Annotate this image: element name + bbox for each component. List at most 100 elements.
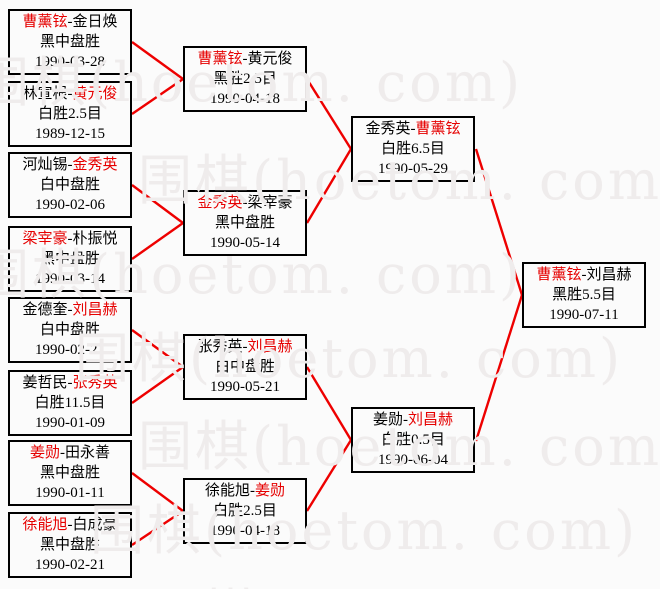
match-result: 黑中盘胜 (39, 34, 100, 50)
player2-name: 金秀英 (72, 157, 118, 173)
player2-name: 刘昌赫 (586, 267, 632, 283)
player1-name: 张秀英 (197, 339, 243, 355)
player2-name: 黄元俊 (72, 86, 118, 102)
match-result: 白中盘胜 (39, 177, 100, 193)
match-players: 曹薰铉-金日焕 (10, 12, 130, 32)
match-box-round1-1: 曹薰铉-金日焕 黑中盘胜 1990-03-28 (8, 9, 132, 75)
match-date: 1990-02-21 (35, 557, 105, 573)
match-result: 黑中盘胜 (39, 537, 100, 553)
connector-line (131, 366, 184, 404)
player1-name: 梁宰豪 (22, 231, 68, 247)
player2-name: 姜勋 (255, 483, 286, 499)
match-date: 1990-07-11 (549, 307, 619, 323)
match-date: 1990-05-29 (378, 161, 448, 177)
match-box-round1-5: 金德奎-刘昌赫 白中盘胜 1990-02-21 (8, 297, 132, 363)
match-result: 黑胜2.5目 (213, 71, 277, 87)
player2-name: 张秀英 (72, 375, 118, 391)
match-players: 徐能旭-姜勋 (185, 481, 305, 501)
match-players: 姜哲民-张秀英 (10, 373, 130, 393)
match-result: 白中盘胜 (214, 359, 275, 375)
player1-name: 曹薰铉 (536, 267, 582, 283)
match-players: 曹薰铉-刘昌赫 (524, 265, 644, 285)
match-players: 金秀英-曹薰铉 (353, 119, 473, 139)
vs-dash: - (403, 412, 408, 428)
connector-line (131, 41, 184, 80)
match-date: 1990-04-18 (210, 91, 280, 107)
player2-name: 朴振悦 (72, 231, 118, 247)
match-box-round1-6: 姜哲民-张秀英 白胜11.5目 1990-01-09 (8, 370, 132, 436)
match-result: 黑中盘胜 (39, 251, 100, 267)
player1-name: 曹薰铉 (197, 51, 243, 67)
match-result: 白胜2.5目 (213, 503, 277, 519)
match-result: 黑中盘胜 (214, 215, 275, 231)
match-players: 张秀英-刘昌赫 (185, 337, 305, 357)
match-date: 1990-05-21 (210, 379, 280, 395)
vs-dash: - (242, 51, 248, 67)
connector-line (474, 294, 524, 442)
connector-line (131, 472, 184, 512)
connector-line (474, 148, 524, 296)
match-date: 1990-03-28 (35, 54, 105, 70)
player1-name: 徐能旭 (22, 517, 68, 533)
player1-name: 河灿锡 (22, 157, 68, 173)
match-date: 1989-12-15 (35, 126, 105, 142)
match-box-round1-3: 河灿锡-金秀英 白中盘胜 1990-02-06 (8, 152, 132, 218)
match-box-final: 曹薰铉-刘昌赫 黑胜5.5目 1990-07-11 (522, 262, 646, 328)
match-date: 1990-01-11 (35, 485, 105, 501)
player1-name: 姜哲民 (22, 375, 68, 391)
match-box-round1-2: 林宣根-黄元俊 白胜2.5目 1989-12-15 (8, 81, 132, 147)
match-box-round1-4: 梁宰豪-朴振悦 黑中盘胜 1990-03-14 (8, 226, 132, 292)
vs-dash: - (67, 517, 73, 533)
vs-dash: - (67, 14, 73, 30)
player1-name: 金秀英 (197, 195, 243, 211)
connector-line (305, 366, 353, 441)
player2-name: 黄元俊 (247, 51, 293, 67)
player2-name: 刘昌赫 (247, 339, 293, 355)
match-players: 姜勋-刘昌赫 (353, 410, 473, 430)
player1-name: 金德奎 (22, 302, 68, 318)
connector-line (131, 78, 184, 115)
match-result: 白中盘胜 (39, 322, 100, 338)
vs-dash: - (242, 195, 248, 211)
connector-line (305, 78, 353, 150)
vs-dash: - (250, 483, 255, 499)
vs-dash: - (67, 302, 73, 318)
match-date: 1990-04-18 (210, 523, 280, 539)
connector-line (305, 439, 353, 512)
connector-line (131, 329, 184, 368)
player1-name: 林宣根 (22, 86, 68, 102)
player2-name: 田永善 (65, 445, 111, 461)
vs-dash: - (67, 86, 73, 102)
match-box-round1-8: 徐能旭-白成豪 黑中盘胜 1990-02-21 (8, 512, 132, 578)
player1-name: 徐能旭 (204, 483, 250, 499)
player2-name: 白成豪 (72, 517, 118, 533)
player2-name: 曹薰铉 (415, 121, 461, 137)
match-box-round2-2: 金秀英-梁宰豪 黑中盘胜 1990-05-14 (183, 190, 307, 256)
match-players: 金秀英-梁宰豪 (185, 193, 305, 213)
player1-name: 金秀英 (365, 121, 411, 137)
match-players: 林宣根-黄元俊 (10, 84, 130, 104)
match-box-round2-3: 张秀英-刘昌赫 白中盘胜 1990-05-21 (183, 334, 307, 400)
connector-line (131, 222, 184, 260)
match-date: 1990-02-21 (35, 342, 105, 358)
vs-dash: - (67, 375, 73, 391)
match-box-round1-7: 姜勋-田永善 黑中盘胜 1990-01-11 (8, 440, 132, 506)
match-result: 白胜11.5目 (34, 395, 106, 411)
vs-dash: - (67, 157, 73, 173)
match-players: 徐能旭-白成豪 (10, 515, 130, 535)
vs-dash: - (242, 339, 248, 355)
vs-dash: - (60, 445, 65, 461)
match-result: 黑中盘胜 (39, 465, 100, 481)
match-box-semifinal-1: 金秀英-曹薰铉 白胜6.5目 1990-05-29 (351, 116, 475, 182)
connector-line (131, 184, 184, 224)
player1-name: 姜勋 (372, 412, 403, 428)
match-result: 白胜0.5目 (381, 432, 445, 448)
player1-name: 姜勋 (29, 445, 60, 461)
match-box-round2-4: 徐能旭-姜勋 白胜2.5目 1990-04-18 (183, 478, 307, 544)
connector-line (131, 510, 184, 546)
player2-name: 刘昌赫 (408, 412, 454, 428)
match-result: 黑胜5.5目 (552, 287, 616, 303)
match-date: 1990-03-14 (35, 271, 105, 287)
